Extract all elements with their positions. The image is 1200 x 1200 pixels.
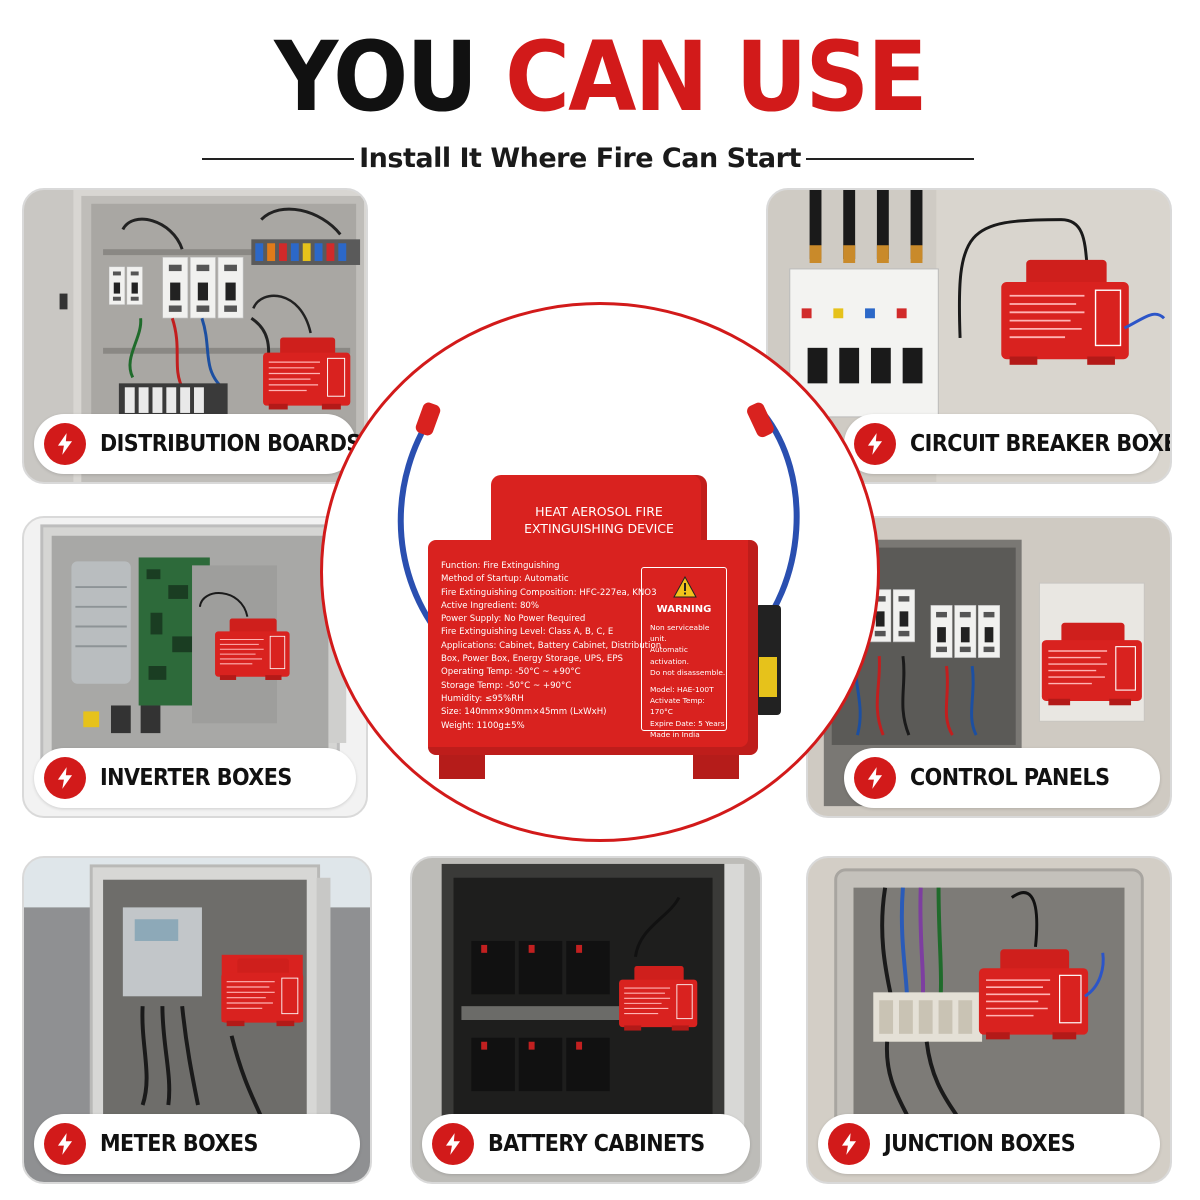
label-text: INVERTER BOXES [100,765,292,791]
lightning-bolt-icon [44,1123,86,1165]
device-top-block [491,475,707,547]
spec-line: Function: Fire Extinguishing [441,561,560,571]
spec-line: Fire Extinguishing Level: Class A, B, C,… [441,627,614,638]
warning-lines: Non serviceable unit. Automatic activati… [650,622,726,740]
card-meter-boxes: METER BOXES [22,856,372,1184]
spec-line: Box, Power Box, Energy Storage, UPS, EPS [441,654,623,665]
spec-line: Operating Temp: -50°C ~ +90°C [441,667,581,678]
divider-right [806,158,974,160]
headline-black: YOU [274,21,478,133]
warning-line: Expire Date: 5 Years [650,718,725,728]
label-text: DISTRIBUTION BOARDS [100,431,361,457]
spec-line: Weight: 1100g±5% [441,720,525,731]
warning-triangle-icon [673,576,697,598]
label-junction-boxes: JUNCTION BOXES [818,1114,1160,1174]
device-wires [397,402,800,779]
label-text: CIRCUIT BREAKER BOXES [910,431,1172,457]
lightning-bolt-icon [432,1123,474,1165]
spec-line: Storage Temp: -50°C ~ +90°C [441,680,572,691]
warning-line: Automatic activation. [650,645,689,666]
warning-line: Activate Temp: [650,696,705,706]
lightning-bolt-icon [854,757,896,799]
label-circuit-breaker-boxes: CIRCUIT BREAKER BOXES [844,414,1170,474]
spec-line: Humidity: ≤95%RH [441,693,524,704]
device-spec-list: Function: Fire Extinguishing Method of S… [441,560,662,733]
warning-panel: WARNING Non serviceable unit. Automatic … [641,567,727,739]
label-control-panels: CONTROL PANELS [844,748,1160,808]
lightning-bolt-icon [44,757,86,799]
warning-line: Do not disassemble. [650,667,726,677]
device-title-line2: EXTINGUISHING DEVICE [524,521,674,536]
spec-line: Fire Extinguishing Composition: HFC-227e… [441,587,657,598]
label-meter-boxes: METER BOXES [34,1114,360,1174]
device-body [428,540,758,755]
label-text: CONTROL PANELS [910,765,1110,791]
spec-line: Power Supply: No Power Required [441,614,586,625]
device-title-line1: HEAT AEROSOL FIRE [535,504,663,519]
card-inverter-boxes: INVERTER BOXES [22,516,368,818]
warning-line: 170°C [650,707,673,717]
spec-line: Size: 140mm×90mm×45mm (LxWxH) [441,707,607,718]
subtitle-row: Install It Where Fire Can Start [0,140,1200,180]
card-distribution-boards: DISTRIBUTION BOARDS [22,188,368,484]
warning-line: Non serviceable unit. [650,623,710,644]
label-inverter-boxes: INVERTER BOXES [34,748,356,808]
spec-line: Method of Startup: Automatic [441,574,569,585]
label-text: METER BOXES [100,1131,258,1157]
headline-red: CAN USE [505,21,927,133]
subtitle: Install It Where Fire Can Start [359,143,801,174]
headline: YOU CAN USE [48,22,1152,132]
card-junction-boxes: JUNCTION BOXES [806,856,1172,1184]
hero-device-circle: HEAT AEROSOL FIRE EXTINGUISHING DEVICE F… [320,302,880,842]
spec-line: Applications: Cabinet, Battery Cabinet, … [441,640,662,651]
divider-left [202,158,354,160]
warning-title: WARNING [656,604,712,615]
card-battery-cabinets: BATTERY CABINETS [410,856,762,1184]
warning-line: Model: HAE-100T [650,685,714,695]
spec-line: Active Ingredient: 80% [441,600,540,611]
label-text: BATTERY CABINETS [488,1131,705,1157]
lightning-bolt-icon [44,423,86,465]
lightning-bolt-icon [828,1123,870,1165]
device-title: HEAT AEROSOL FIRE EXTINGUISHING DEVICE [491,503,707,537]
lightning-bolt-icon [854,423,896,465]
warning-line: Made in India [650,729,700,739]
label-distribution-boards: DISTRIBUTION BOARDS [34,414,361,474]
label-battery-cabinets: BATTERY CABINETS [422,1114,750,1174]
label-text: JUNCTION BOXES [884,1131,1076,1157]
